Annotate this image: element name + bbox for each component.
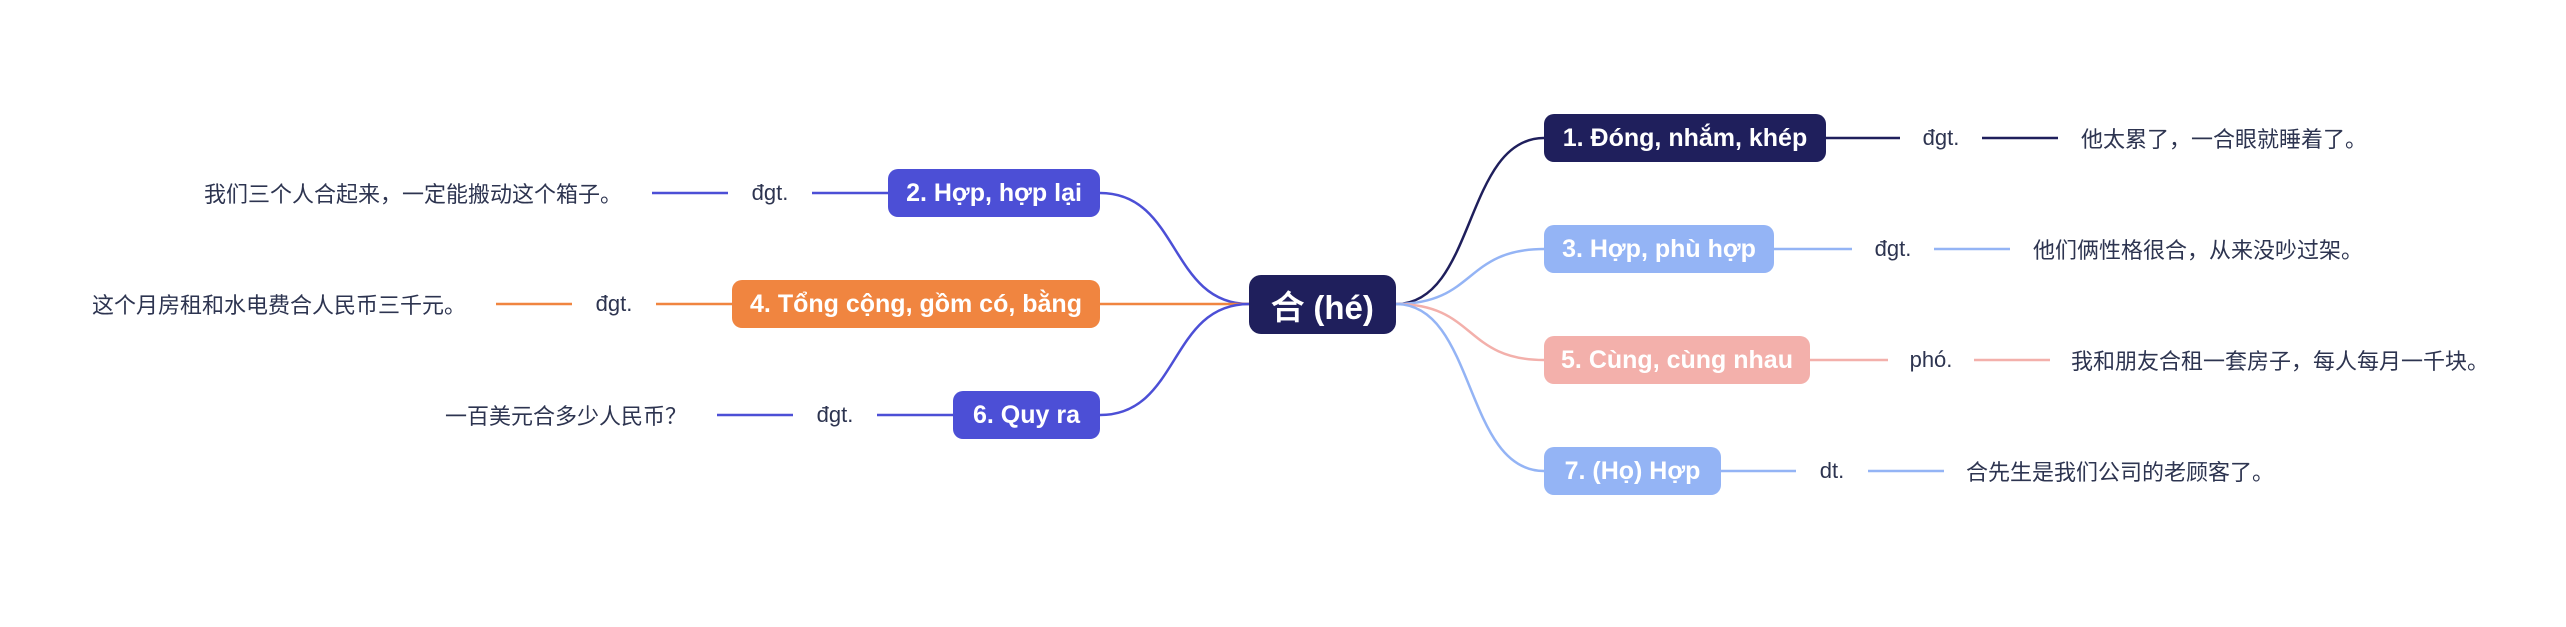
branch-node-3[interactable]: 3. Hợp, phù hợp [1544, 225, 1774, 273]
branch-7-pos-label: dt. [1819, 458, 1845, 483]
branch-3-pos-label: đgt. [1874, 236, 1912, 261]
branch-node-2[interactable]: 2. Hợp, hợp lại [888, 169, 1100, 217]
branch-5-pos-label: phó. [1909, 347, 1953, 372]
branch-3-curve [1395, 247, 1545, 306]
branch-node-6[interactable]: 6. Quy ra [953, 391, 1100, 439]
branch-6-curve [1099, 302, 1250, 417]
branch-1-pos-label: đgt. [1922, 125, 1960, 150]
branch-node-4[interactable]: 4. Tổng cộng, gồm có, bằng [732, 280, 1100, 328]
branch-1-example: 他太累了，一合眼就睡着了。 [2081, 128, 2368, 153]
branch-node-5[interactable]: 5. Cùng, cùng nhau [1544, 336, 1810, 384]
branch-2-pos-label: đgt. [751, 180, 789, 205]
branch-2-curve [1099, 191, 1250, 306]
branch-node-1[interactable]: 1. Đóng, nhắm, khép [1544, 114, 1826, 162]
branch-6-example: 一百美元合多少人民币？ [444, 405, 687, 430]
branch-4-example: 这个月房租和水电费合人民币三千元。 [91, 294, 466, 319]
branch-6-pos-label: đgt. [816, 402, 854, 427]
branch-2-example: 我们三个人合起来，一定能搬动这个箱子。 [203, 183, 622, 208]
branch-3-example: 他们俩性格很合，从来没吵过架。 [2033, 239, 2364, 264]
root-node[interactable]: 合 (hé) [1249, 275, 1396, 334]
branch-5-example: 我和朋友合租一套房子，每人每月一千块。 [2071, 350, 2490, 375]
branch-5-curve [1395, 302, 1545, 362]
branch-7-example: 合先生是我们公司的老顾客了。 [1966, 461, 2275, 486]
branch-7-curve [1395, 302, 1545, 473]
branch-node-7[interactable]: 7. (Họ) Hợp [1544, 447, 1721, 495]
branch-4-pos-label: đgt. [595, 291, 633, 316]
branch-1-curve [1395, 136, 1545, 306]
